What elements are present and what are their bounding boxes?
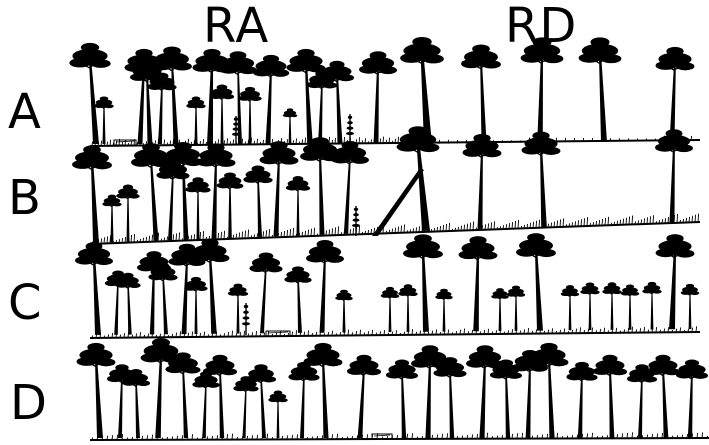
tree-silhouette — [192, 371, 219, 438]
tree-silhouette — [122, 369, 150, 438]
tree-silhouette — [203, 355, 237, 438]
tree-silhouette — [593, 355, 627, 438]
tree-silhouette — [288, 362, 319, 438]
tree-silhouette — [411, 345, 449, 438]
tree-silhouette — [268, 390, 287, 438]
tree-silhouette — [233, 376, 258, 438]
tree-silhouette — [166, 352, 201, 438]
tree-silhouette — [433, 357, 466, 438]
tree-silhouette — [304, 343, 343, 438]
tree-silhouette — [646, 355, 680, 438]
tree-silhouette — [141, 338, 182, 438]
tree-silhouette — [466, 345, 504, 438]
tree-silhouette — [347, 355, 381, 438]
ground-line — [90, 438, 709, 440]
tree-silhouette — [627, 364, 657, 438]
tree-silhouette — [490, 360, 522, 438]
tree-silhouette — [77, 343, 116, 438]
tree-silhouette — [566, 362, 597, 438]
tree-silhouette — [676, 360, 708, 438]
tree-silhouette — [386, 360, 418, 438]
tree-silhouette — [530, 343, 569, 438]
